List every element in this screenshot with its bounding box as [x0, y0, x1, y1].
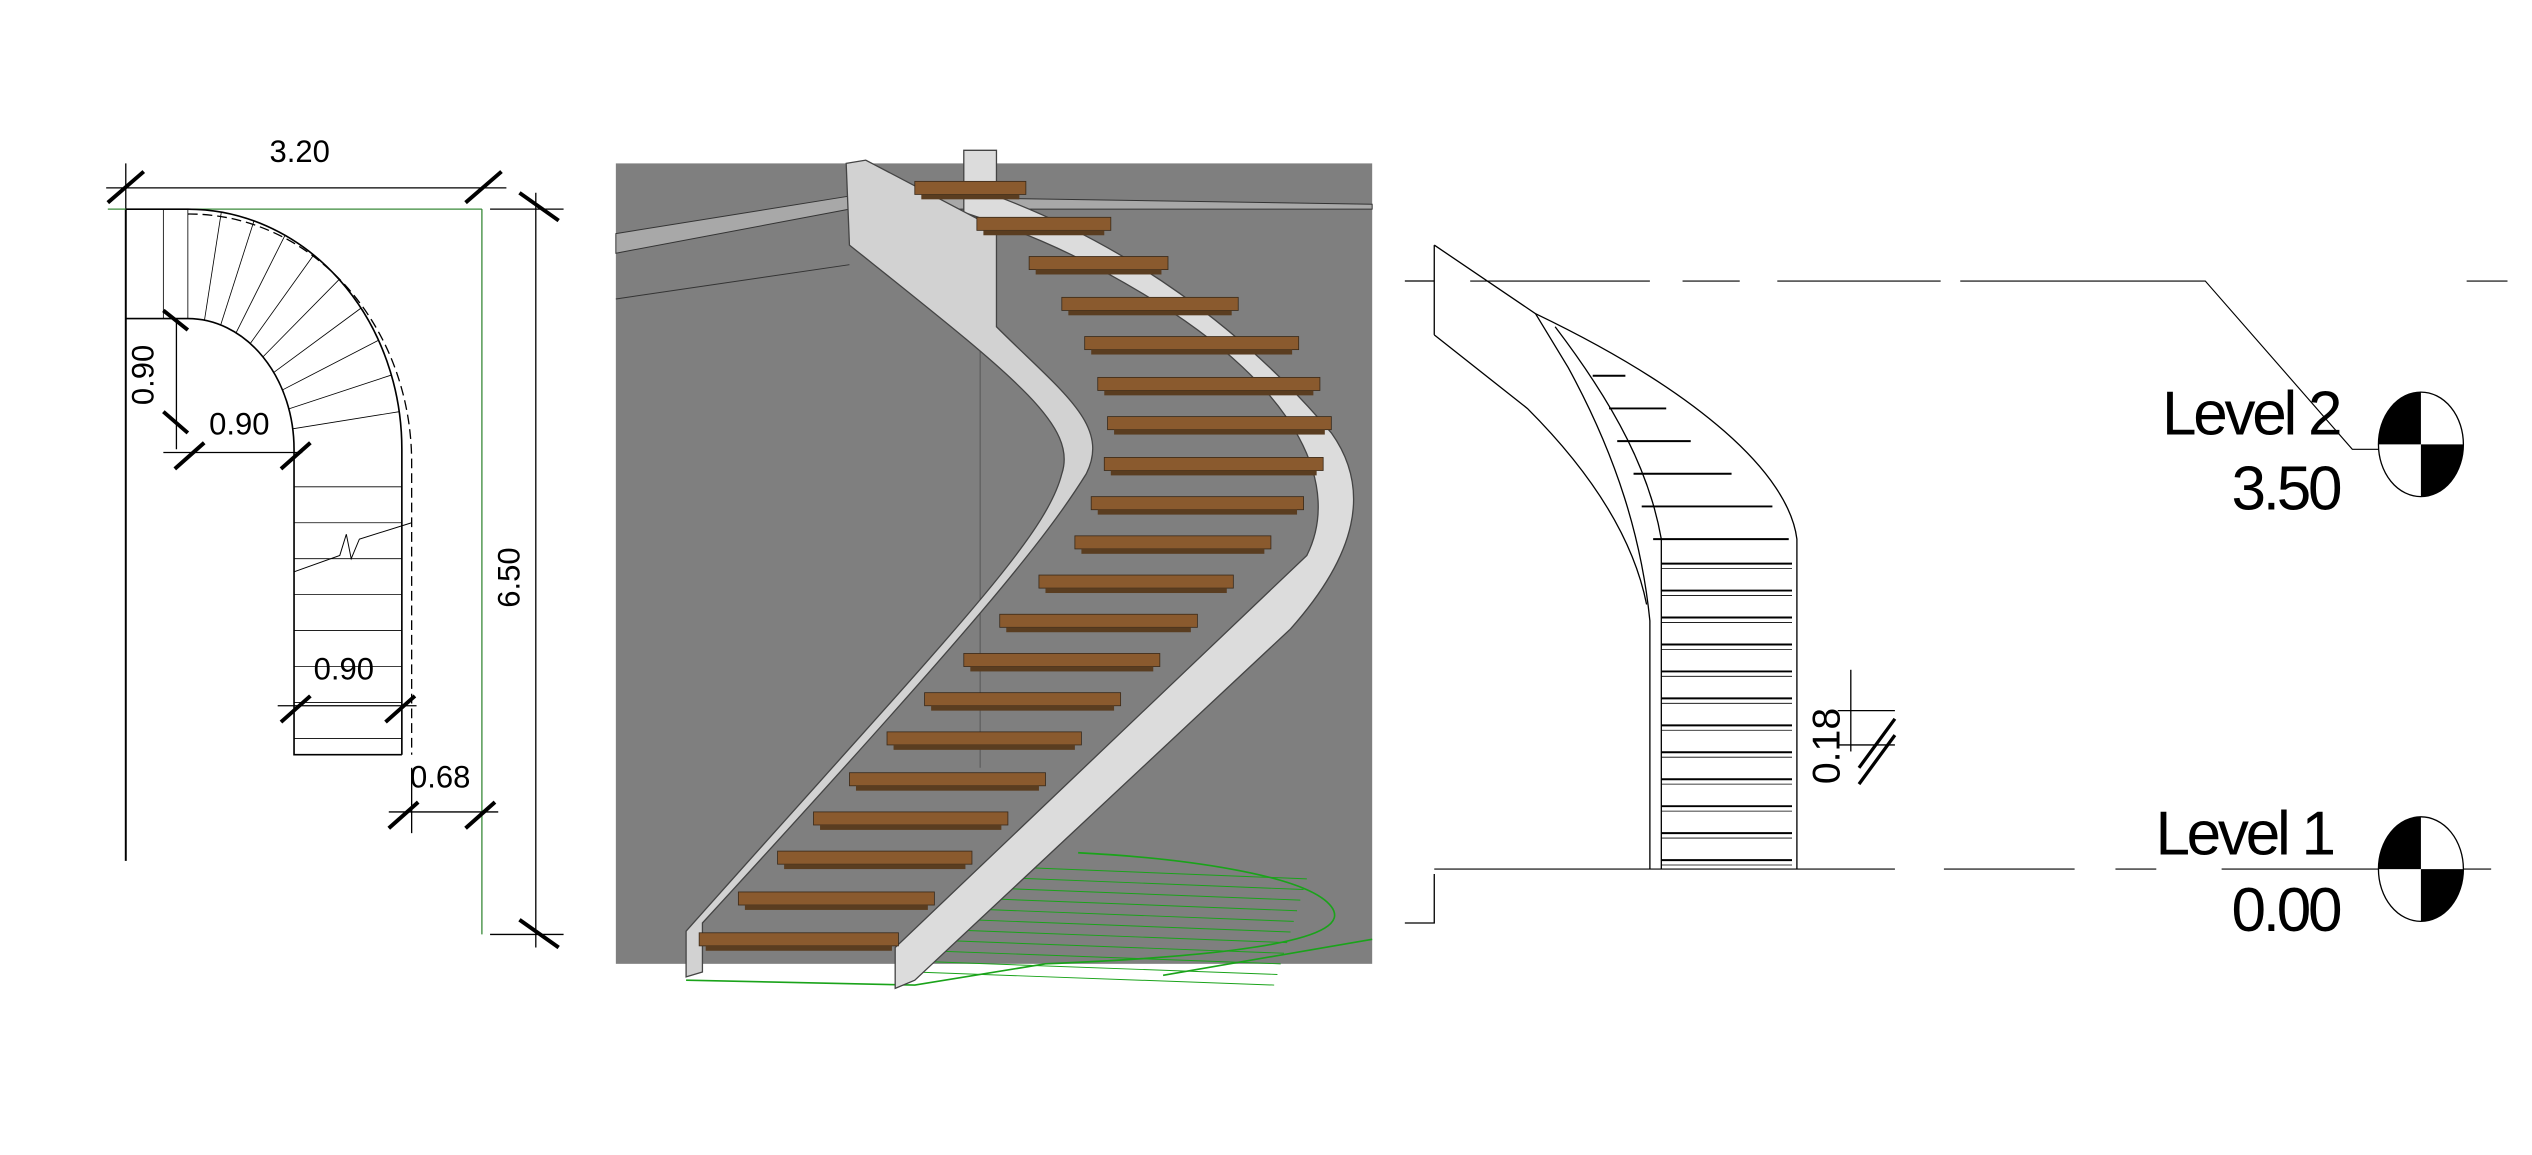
floor-hatch-line	[914, 971, 1275, 986]
floor-outline	[686, 851, 1373, 986]
plan-landing-depth-dimension: 0.90	[126, 345, 161, 405]
plan-landing-width-dimension: 0.90	[209, 407, 269, 442]
plan-tread	[235, 235, 286, 334]
plan-offset-dimension: 0.68	[410, 759, 470, 794]
floor-hatch-line	[960, 897, 1298, 912]
stair-treads	[698, 180, 1332, 951]
tread-nosing	[1091, 349, 1293, 355]
tread-nosing	[1068, 310, 1232, 316]
floor-hatch-line	[934, 939, 1284, 954]
plan-width-dimension: 3.20	[270, 134, 330, 169]
tread-nosing	[1006, 627, 1191, 633]
tread-nosing	[820, 824, 1002, 830]
level-1-marker: Level 1 0.00	[2155, 799, 2465, 945]
tread-nosing	[893, 744, 1075, 750]
tread-nosing	[983, 230, 1105, 236]
floor-hatch-line	[921, 960, 1278, 975]
plan-tread	[249, 254, 314, 344]
level-2-marker: Level 2 3.50	[2162, 380, 2465, 524]
level-2-name: Level 2	[2162, 380, 2340, 449]
stair-tread	[1061, 296, 1239, 311]
plan-length-dimension: 6.50	[491, 547, 526, 607]
stair-tread	[914, 180, 1027, 195]
plan-flight-width-dimension: 0.90	[314, 652, 374, 687]
stair-tread	[976, 216, 1112, 231]
riser-height-dimension: 0.18	[1805, 708, 1848, 784]
stair-tread	[963, 653, 1161, 667]
tread-nosing	[784, 864, 966, 870]
tread-nosing	[1104, 390, 1314, 396]
tread-nosing	[1110, 470, 1317, 476]
stair-tread	[1090, 496, 1304, 511]
plan-tread	[262, 279, 340, 358]
stair-tread	[1084, 336, 1300, 351]
level-1-name: Level 1	[2155, 799, 2333, 868]
stair-tread	[999, 613, 1198, 628]
floor-hatch-line	[927, 950, 1281, 965]
level-2-line	[1470, 280, 2508, 450]
tread-nosing	[921, 194, 1020, 200]
plan-tread	[282, 339, 379, 391]
stair-tread	[1097, 376, 1321, 391]
stair-tread	[849, 772, 1046, 787]
tread-nosing	[931, 705, 1115, 711]
tread-nosing	[970, 666, 1154, 672]
stair-tread	[1028, 256, 1169, 270]
floor-hatch-line	[940, 929, 1288, 944]
inner-stringer	[685, 159, 1094, 978]
floor-hatch-line	[953, 907, 1294, 922]
stair-tread	[1074, 535, 1272, 550]
stair-tread	[886, 731, 1082, 746]
plan-treads	[162, 209, 402, 739]
stair-tread	[777, 850, 973, 865]
plan-tread	[288, 374, 392, 410]
tread-nosing	[1114, 429, 1325, 435]
tread-nosing	[1081, 548, 1265, 554]
stair-tread	[737, 891, 935, 906]
level-2-elevation: 3.50	[2232, 455, 2341, 524]
tread-nosing	[1035, 269, 1162, 275]
level-head-icon	[2377, 816, 2465, 923]
stair-tread	[1038, 574, 1234, 589]
floor-hatch-line	[967, 886, 1301, 901]
plan-tread	[292, 411, 400, 430]
tread-nosing	[855, 785, 1039, 791]
plan-tread	[220, 220, 255, 326]
elevation-view	[1404, 244, 2508, 924]
stair-tread	[698, 932, 899, 947]
plan-tread	[273, 307, 362, 373]
floor-hatch-line	[947, 918, 1291, 933]
stair-tread	[1107, 416, 1332, 431]
plan-view	[106, 163, 564, 950]
stair-tread	[1103, 457, 1324, 471]
floor-hatch-line	[973, 875, 1304, 890]
tread-nosing	[1097, 509, 1298, 515]
tread-nosing	[1045, 588, 1227, 594]
3d-view	[615, 149, 1373, 990]
stair-tread	[924, 692, 1122, 707]
tread-nosing	[705, 945, 892, 951]
plan-tread	[204, 212, 222, 321]
stair-tread	[813, 811, 1009, 826]
tread-nosing	[744, 905, 928, 910]
level-head-icon	[2377, 391, 2465, 498]
level-1-elevation: 0.00	[2232, 876, 2341, 945]
